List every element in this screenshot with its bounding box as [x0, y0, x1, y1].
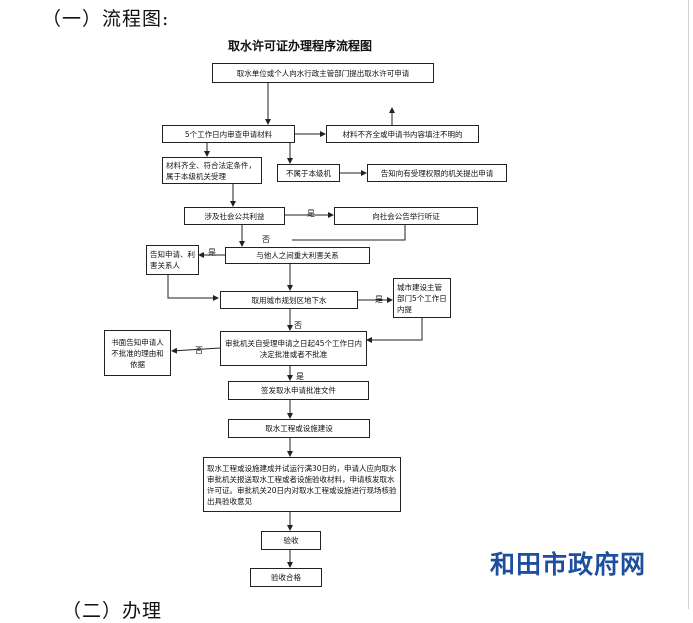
label-yes-1: 是	[307, 209, 315, 218]
node-pass: 验收合格	[250, 568, 322, 587]
diagram-title: 取水许可证办理程序流程图	[227, 39, 372, 53]
connector-lines	[167, 104, 423, 568]
node-not-jurisdiction: 不属于本级机	[277, 164, 340, 182]
watermark-logo: 和田市政府网	[490, 550, 647, 579]
node-decision: 审批机关自受理申请之日起45个工作日内决定批准或者不批准	[220, 331, 367, 366]
page-edge-line	[688, 0, 689, 609]
node-written-notice: 书面告知申请人不批准的理由和依据	[104, 330, 171, 376]
node-urban-dept: 城市建设主管部门5个工作日内提	[393, 278, 451, 318]
label-no-2: 否	[294, 321, 302, 330]
next-section-heading: （二）办理	[62, 600, 163, 622]
node-review: 5个工作日内审查申请材料	[162, 125, 295, 143]
label-yes-3: 是	[375, 295, 383, 304]
node-apply: 取水单位或个人向水行政主管部门提出取水许可申请	[212, 63, 434, 83]
node-public-hearing: 向社会公告举行听证	[334, 207, 478, 225]
node-completion: 取水工程或设施建成并试运行满30日的，申请人应向取水审批机关报送取水工程或者设施…	[203, 457, 401, 512]
node-public-interest: 涉及社会公共利益	[184, 207, 285, 225]
node-construction: 取水工程或设施建设	[228, 419, 370, 438]
node-incomplete: 材料不齐全或申请书内容填注不明的	[326, 125, 479, 143]
node-accept: 材料齐全、符合法定条件，属于本级机关受理	[162, 157, 262, 184]
label-no-1: 否	[262, 235, 270, 244]
label-yes-2: 是	[208, 248, 216, 257]
node-inspection: 验收	[261, 531, 321, 550]
node-notify-parties: 告知申请、利害关系人	[146, 245, 199, 275]
label-yes-4: 是	[296, 372, 304, 381]
section-heading: （一）流程图:	[42, 8, 170, 30]
apply-arrow	[267, 83, 269, 104]
node-inform-other: 告知向有受理权限的机关提出申请	[367, 164, 507, 182]
label-no-3: 否	[195, 346, 203, 355]
node-issue-approval: 签发取水申请批准文件	[228, 381, 369, 400]
node-stakeholder: 与他人之间重大利害关系	[225, 247, 370, 264]
node-urban-groundwater: 取用城市规划区地下水	[220, 291, 358, 309]
